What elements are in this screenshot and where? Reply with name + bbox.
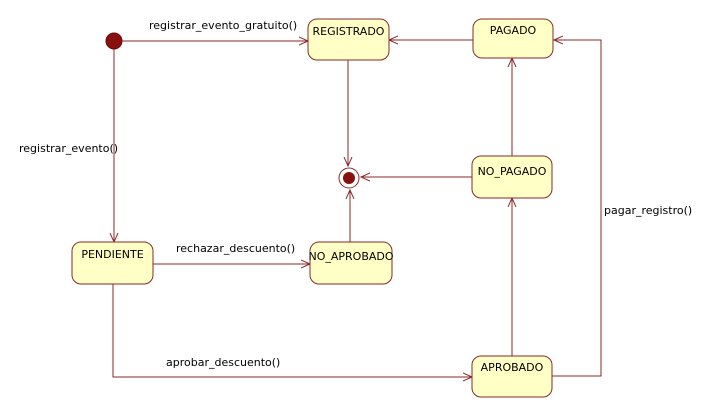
final-state bbox=[338, 167, 360, 189]
edge-pendiente-to-aprobado bbox=[112, 284, 472, 377]
state-registrado: REGISTRADO bbox=[307, 18, 390, 61]
svg-text:APROBADO: APROBADO bbox=[481, 361, 544, 374]
label-pagar-registro: pagar_registro() bbox=[604, 204, 692, 217]
svg-text:NO_PAGADO: NO_PAGADO bbox=[478, 165, 547, 178]
label-rechazar-descuento: rechazar_descuento() bbox=[176, 242, 295, 255]
svg-text:PENDIENTE: PENDIENTE bbox=[81, 248, 143, 261]
label-aprobar-descuento: aprobar_descuento() bbox=[166, 356, 280, 369]
edge-aprobado-to-pagado bbox=[552, 40, 602, 377]
state-no-pagado: NO_PAGADO bbox=[471, 155, 553, 199]
label-registrar-evento-gratuito: registrar_evento_gratuito() bbox=[149, 19, 297, 32]
label-registrar-evento: registrar_evento() bbox=[19, 142, 118, 155]
svg-text:NO_APROBADO: NO_APROBADO bbox=[308, 250, 393, 263]
state-pendiente: PENDIENTE bbox=[71, 241, 154, 285]
svg-text:PAGADO: PAGADO bbox=[490, 24, 537, 37]
state-pagado: PAGADO bbox=[472, 18, 554, 59]
initial-state bbox=[105, 32, 123, 50]
state-aprobado: APROBADO bbox=[471, 355, 553, 398]
svg-text:REGISTRADO: REGISTRADO bbox=[313, 25, 385, 38]
state-no-aprobado: NO_APROBADO bbox=[308, 241, 394, 285]
